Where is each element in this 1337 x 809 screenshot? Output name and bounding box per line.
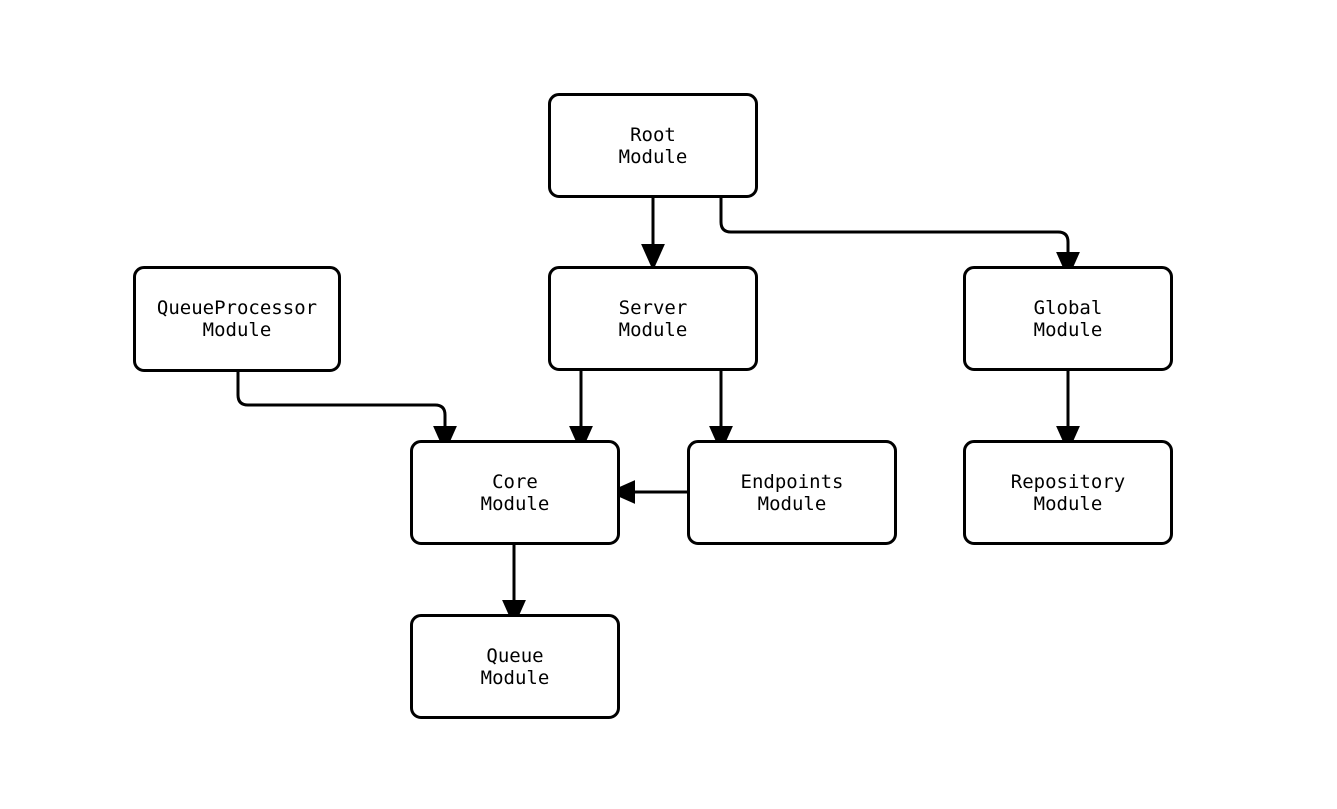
edge-root-to-global [719, 198, 1080, 279]
node-queue-module-name: Queue [486, 644, 544, 667]
node-server-module-suffix: Module [618, 318, 688, 341]
node-queue-module[interactable]: Queue Module [410, 614, 620, 719]
node-endpoints-module-suffix: Module [757, 492, 827, 515]
node-core-module-name: Core [492, 470, 538, 493]
node-core-module[interactable]: Core Module [410, 440, 620, 545]
node-queueprocessor-module-name: QueueProcessor [156, 297, 318, 319]
node-global-module[interactable]: Global Module [963, 266, 1173, 371]
node-repository-module[interactable]: Repository Module [963, 440, 1173, 545]
node-endpoints-module-name: Endpoints [740, 470, 844, 493]
node-endpoints-module[interactable]: Endpoints Module [687, 440, 897, 545]
node-server-module-name: Server [618, 296, 688, 319]
node-global-module-suffix: Module [1033, 318, 1103, 341]
node-core-module-suffix: Module [480, 492, 550, 515]
node-repository-module-name: Repository [1010, 470, 1126, 493]
node-server-module[interactable]: Server Module [548, 266, 758, 371]
node-global-module-name: Global [1033, 296, 1103, 319]
node-root-module-name: Root [630, 123, 676, 146]
edge-queueprocessor-to-core [236, 372, 457, 453]
node-root-module[interactable]: Root Module [548, 93, 758, 198]
node-root-module-suffix: Module [618, 145, 688, 168]
node-queueprocessor-module[interactable]: QueueProcessor Module [133, 266, 341, 372]
node-repository-module-suffix: Module [1033, 492, 1103, 515]
node-queue-module-suffix: Module [480, 666, 550, 689]
node-queueprocessor-module-suffix: Module [202, 319, 272, 341]
